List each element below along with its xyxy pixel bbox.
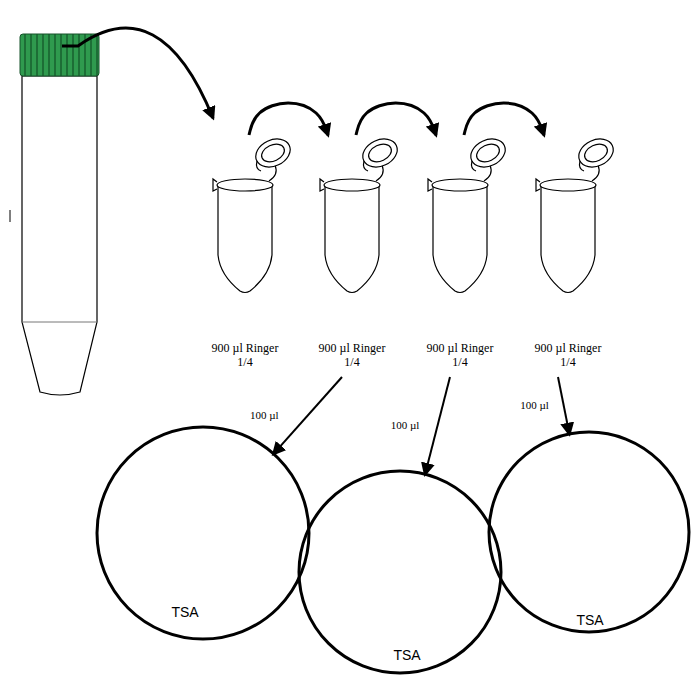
plate-outline [297,469,503,675]
transfer-arrow [558,377,569,434]
transfer-arrow [464,103,544,135]
microtube-outline [195,135,295,295]
microtube-outline [302,135,402,295]
microtube: 900 µl Ringer 1/4 [302,135,402,373]
transfer-arrow [356,103,436,135]
volume-label: 100 µl [389,419,422,432]
microtube-outline [410,135,510,295]
microtube: 900 µl Ringer 1/4 [410,135,510,373]
medium-label: TSA [576,612,603,628]
falcon-tube [10,34,99,395]
microtube: 900 µl Ringer 1/4 [518,135,618,373]
volume-label: 100 µl [248,409,281,422]
volume-label: 100 µl [518,399,551,412]
agar-plate: TSA [487,430,691,634]
microtube-outline [518,135,618,295]
medium-label: TSA [171,604,198,620]
transfer-arrow [249,103,328,135]
plate-outline [487,430,691,634]
microtube: 900 µl Ringer 1/4 [195,135,295,373]
transfer-arrow [425,377,450,474]
transfer-arrow [274,377,342,454]
tube-label: 900 µl Ringer 1/4 [530,341,606,369]
agar-plate: TSA [297,469,503,675]
transfer-arrow [62,28,213,118]
tube-label: 900 µl Ringer 1/4 [314,341,390,369]
tube-label: 900 µl Ringer 1/4 [422,341,498,369]
tube-label: 900 µl Ringer 1/4 [207,341,283,369]
medium-label: TSA [393,647,420,663]
agar-plate: TSA [95,425,311,641]
plate-outline [95,425,311,641]
